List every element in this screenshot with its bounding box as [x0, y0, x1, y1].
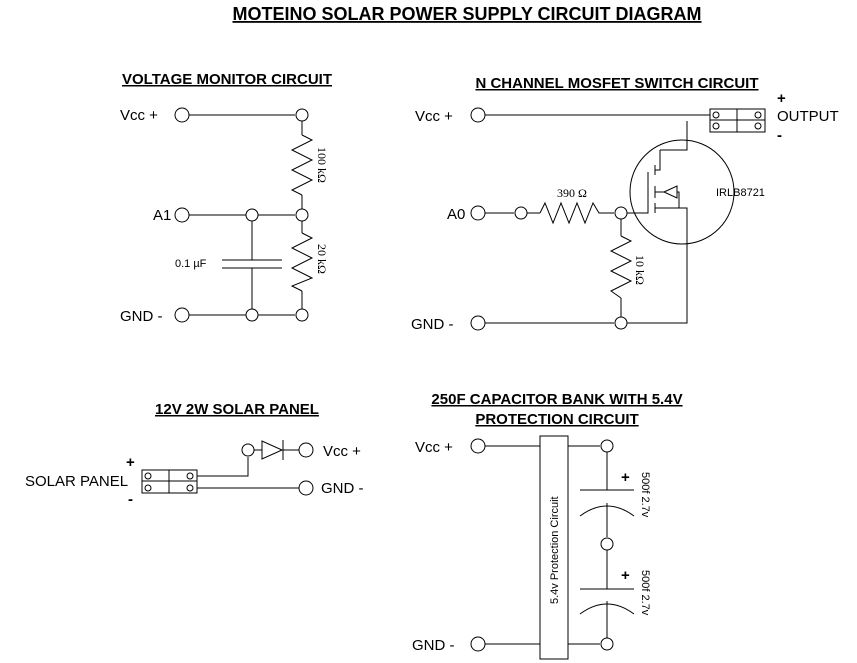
solar-gnd-terminal	[298, 480, 314, 496]
mf-a0-label: A0	[447, 206, 465, 223]
output-plus-label: +	[777, 90, 786, 107]
cb-gnd-label: GND -	[412, 637, 455, 654]
mf-source-wire	[627, 207, 688, 324]
solar-plus-label: +	[126, 454, 135, 471]
mf-node	[614, 206, 628, 220]
capbank-title-line2: PROTECTION CIRCUIT	[475, 411, 638, 428]
connector-pin	[712, 122, 720, 130]
mosfet-title: N CHANNEL MOSFET SWITCH CIRCUIT	[475, 75, 758, 92]
solar-node	[241, 443, 255, 457]
solar-diode-icon	[261, 440, 284, 460]
voltage-monitor-circuit: VOLTAGE MONITOR CIRCUIT Vcc + A1 GND - 1…	[120, 71, 332, 325]
mf-r-gate-label: 390 Ω	[557, 186, 587, 200]
connector-pin	[144, 472, 152, 480]
capbank-title-line1: 250F CAPACITOR BANK WITH 5.4V	[431, 391, 682, 408]
cb-vcc-label: Vcc +	[415, 439, 453, 456]
mosfet-arrow-icon	[662, 185, 678, 199]
vm-r1-label: 100 kΩ	[315, 147, 329, 183]
mf-vcc-label: Vcc +	[415, 108, 453, 125]
mf-gnd-terminal	[470, 315, 486, 331]
vm-resistor-100k	[290, 134, 314, 196]
mf-transistor-label: IRLB8721	[716, 187, 765, 199]
mf-node	[514, 206, 528, 220]
mosfet-switch-circuit: N CHANNEL MOSFET SWITCH CIRCUIT Vcc + A0…	[411, 75, 839, 333]
mf-vcc-terminal	[470, 107, 486, 123]
vm-node	[295, 308, 309, 322]
vm-vcc-label: Vcc +	[120, 107, 158, 124]
solar-gnd-label: GND -	[321, 480, 364, 497]
mf-resistor-390	[539, 201, 604, 225]
connector-pin	[144, 484, 152, 492]
vm-node	[295, 108, 309, 122]
solar-plus-wire	[197, 457, 249, 477]
vm-r2-label: 20 kΩ	[315, 244, 329, 274]
mf-gnd-label: GND -	[411, 316, 454, 333]
capacitor-bank-circuit: 250F CAPACITOR BANK WITH 5.4V PROTECTION…	[412, 391, 683, 660]
cb-capacitor-1-curved-plate	[579, 505, 635, 517]
solar-vcc-terminal	[298, 442, 314, 458]
vm-resistor-20k	[290, 232, 314, 292]
cb-c2-plus-label: +	[621, 567, 630, 584]
vm-cap-label: 0.1 µF	[175, 258, 207, 270]
mf-a0-terminal	[470, 205, 486, 221]
mf-node	[614, 316, 628, 330]
solar-panel-circuit: 12V 2W SOLAR PANEL + SOLAR PANEL - Vcc +…	[25, 401, 364, 508]
mf-r-pull-label: 10 kΩ	[633, 255, 647, 285]
cb-vcc-terminal	[470, 438, 486, 454]
vm-node	[245, 308, 259, 322]
cb-gnd-terminal	[470, 636, 486, 652]
vm-node	[295, 208, 309, 222]
vm-vcc-terminal	[174, 107, 190, 123]
connector-pin	[754, 122, 762, 130]
protection-circuit-block	[539, 435, 569, 660]
connector-pin	[754, 111, 762, 119]
cb-c2-label: 500f 2.7v	[639, 570, 651, 616]
cb-c1-label: 500f 2.7v	[639, 472, 651, 518]
vm-gnd-terminal	[174, 307, 190, 323]
cb-capacitor-2-curved-plate	[579, 603, 635, 615]
connector-pin	[186, 472, 194, 480]
cb-node	[600, 637, 614, 651]
mosfet-drain	[655, 150, 661, 171]
output-minus-label: -	[777, 127, 782, 144]
vm-node	[245, 208, 259, 222]
mf-resistor-10k	[609, 235, 633, 299]
solar-panel-label: SOLAR PANEL	[25, 473, 128, 490]
connector-pin	[186, 484, 194, 492]
voltage-monitor-title: VOLTAGE MONITOR CIRCUIT	[122, 71, 332, 88]
vm-a1-terminal	[174, 207, 190, 223]
vm-gnd-label: GND -	[120, 308, 163, 325]
cb-node	[600, 537, 614, 551]
solar-title: 12V 2W SOLAR PANEL	[155, 401, 319, 418]
solar-vcc-label: Vcc +	[323, 443, 361, 460]
protection-circuit-label: 5.4v Protection Circuit	[549, 496, 561, 604]
cb-c1-plus-label: +	[621, 469, 630, 486]
vm-a1-label: A1	[153, 207, 171, 224]
connector-pin	[712, 111, 720, 119]
diagram-title: MOTEINO SOLAR POWER SUPPLY CIRCUIT DIAGR…	[232, 4, 701, 24]
solar-minus-label: -	[128, 491, 133, 508]
output-label: OUTPUT	[777, 108, 839, 125]
mosfet-body	[629, 139, 735, 245]
cb-node	[600, 439, 614, 453]
mf-drain-wire	[660, 121, 688, 151]
